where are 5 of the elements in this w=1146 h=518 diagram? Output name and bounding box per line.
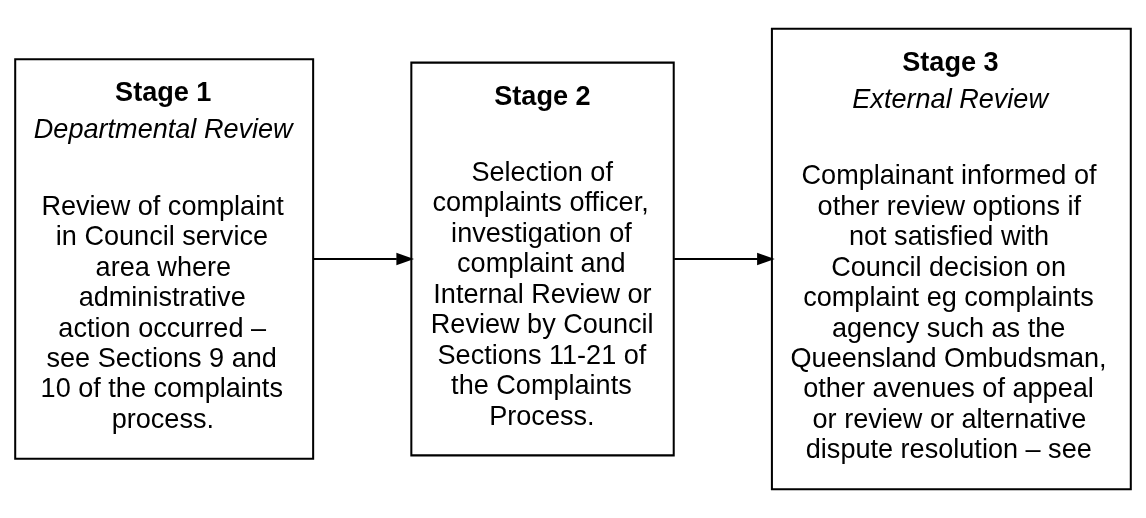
node-box: Stage 2 Selection of complaints officer, investigation of complaint and Internal Review or Review by Council Sections 11-21 of the Complaints Process. bbox=[410, 61, 675, 457]
arrow bbox=[674, 252, 775, 266]
node-box: Stage 3 External Review Complainant informed of other review options if not satisfied with Council decision on complaint eg complaints agency such as the Queensland Ombudsman, other avenues of appeal or review or alternative dispute resolution – see bbox=[770, 27, 1132, 491]
node-box: Stage 1 Departmental Review Review of complaint in Council service area where administrative action occurred – see Sections 9 and 10 of the complaints process. bbox=[14, 58, 315, 460]
arrow bbox=[313, 252, 414, 266]
